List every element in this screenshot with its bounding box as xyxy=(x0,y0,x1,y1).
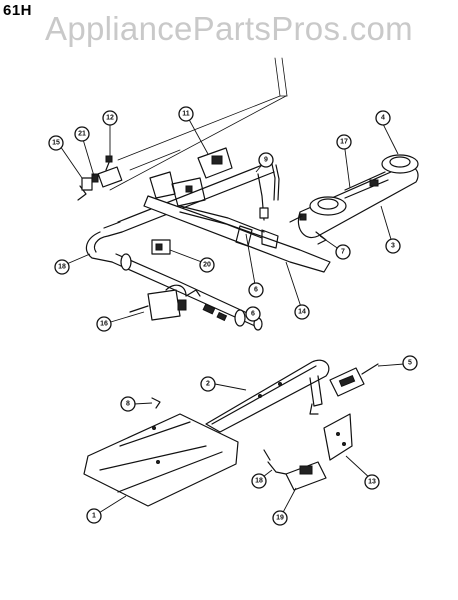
thermocouple-parts xyxy=(77,155,123,201)
top-burner-assembly xyxy=(289,154,419,245)
svg-text:5: 5 xyxy=(408,360,412,367)
callout-18: 18 xyxy=(54,259,70,275)
callout-15: 15 xyxy=(48,135,64,151)
svg-text:12: 12 xyxy=(106,115,114,122)
callout-14: 14 xyxy=(294,304,310,320)
callout-13: 13 xyxy=(364,474,380,490)
svg-text:21: 21 xyxy=(78,131,86,138)
callout-8: 8 xyxy=(120,396,136,412)
callout-2: 2 xyxy=(200,376,216,392)
svg-text:13: 13 xyxy=(368,479,376,486)
svg-text:14: 14 xyxy=(298,309,306,316)
svg-text:18: 18 xyxy=(58,264,66,271)
callout-4: 4 xyxy=(375,110,391,126)
svg-text:16: 16 xyxy=(100,321,108,328)
callout-22: 18 xyxy=(251,473,267,489)
svg-text:18: 18 xyxy=(255,478,263,485)
callout-11: 11 xyxy=(178,106,194,122)
svg-text:19: 19 xyxy=(276,515,284,522)
burner-baffle xyxy=(83,397,239,507)
callout-7: 7 xyxy=(335,244,351,260)
svg-text:3: 3 xyxy=(391,243,395,250)
callout-10: 6 xyxy=(245,306,261,322)
svg-text:4: 4 xyxy=(381,115,385,122)
callout-12: 12 xyxy=(102,110,118,126)
callout-5: 5 xyxy=(402,355,418,371)
callout-17: 17 xyxy=(336,134,352,150)
svg-text:17: 17 xyxy=(340,139,348,146)
callout-6: 6 xyxy=(248,282,264,298)
safety-valve xyxy=(263,449,327,491)
callout-3: 3 xyxy=(385,238,401,254)
svg-text:1: 1 xyxy=(92,513,96,520)
callout-20: 20 xyxy=(199,257,215,273)
svg-text:7: 7 xyxy=(341,249,345,256)
callout-1: 1 xyxy=(86,508,102,524)
svg-text:8: 8 xyxy=(126,401,130,408)
svg-text:20: 20 xyxy=(203,262,211,269)
gas-tubes xyxy=(179,163,280,239)
callout-16: 16 xyxy=(96,316,112,332)
pilot-fitting xyxy=(151,239,171,255)
valve-assembly xyxy=(129,284,201,321)
gas-tube-9 xyxy=(257,173,269,221)
ignitor-bracket xyxy=(323,413,353,461)
page-id: 61H xyxy=(3,2,33,19)
reference-lines xyxy=(109,57,288,191)
thermostat-switch xyxy=(197,147,233,179)
svg-text:6: 6 xyxy=(251,311,255,318)
oven-burner xyxy=(205,359,379,433)
callout-21: 21 xyxy=(74,126,90,142)
svg-text:2: 2 xyxy=(206,381,210,388)
svg-text:11: 11 xyxy=(182,111,190,118)
callout-19: 19 xyxy=(272,510,288,526)
svg-text:6: 6 xyxy=(254,287,258,294)
svg-text:9: 9 xyxy=(264,157,268,164)
svg-text:15: 15 xyxy=(52,140,60,147)
callout-9: 9 xyxy=(258,152,274,168)
watermark: AppliancePartsPros.com xyxy=(45,10,413,47)
